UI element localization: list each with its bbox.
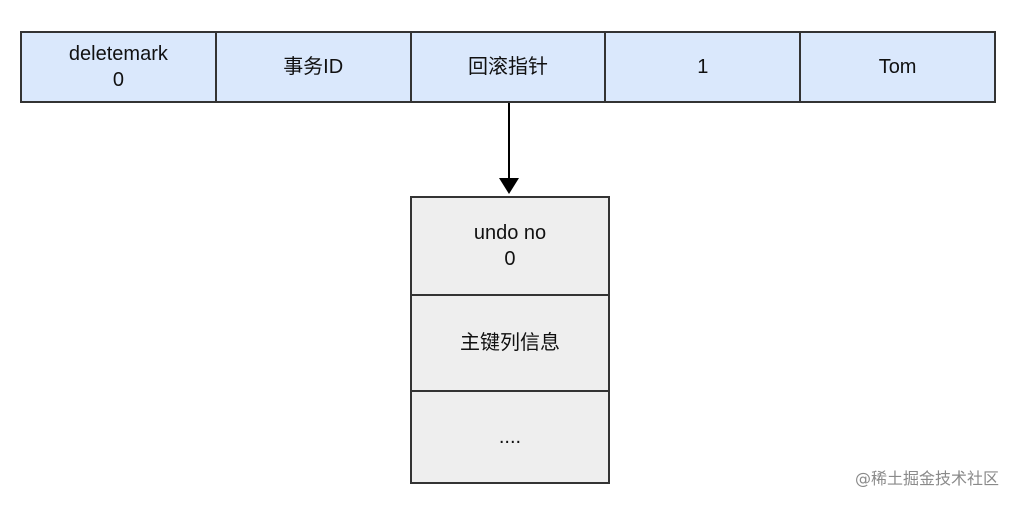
id-value-cell: 1 [604,31,802,103]
transaction-id-cell: 事务ID [214,31,412,103]
record-row: deletemark 0 事务ID 回滚指针 1 Tom [20,31,996,103]
watermark: @稀土掘金技术社区 [854,469,999,488]
undo-log-record: undo no 0 主键列信息 .... [410,196,610,484]
deletemark-cell: deletemark 0 [20,31,217,103]
name-value-cell: Tom [799,31,996,103]
ellipsis-cell: .... [410,390,610,484]
rollback-pointer-cell: 回滚指针 [409,31,607,103]
primary-key-info-cell: 主键列信息 [410,294,610,392]
undo-no-cell: undo no 0 [410,196,610,296]
arrow-head [499,178,519,194]
